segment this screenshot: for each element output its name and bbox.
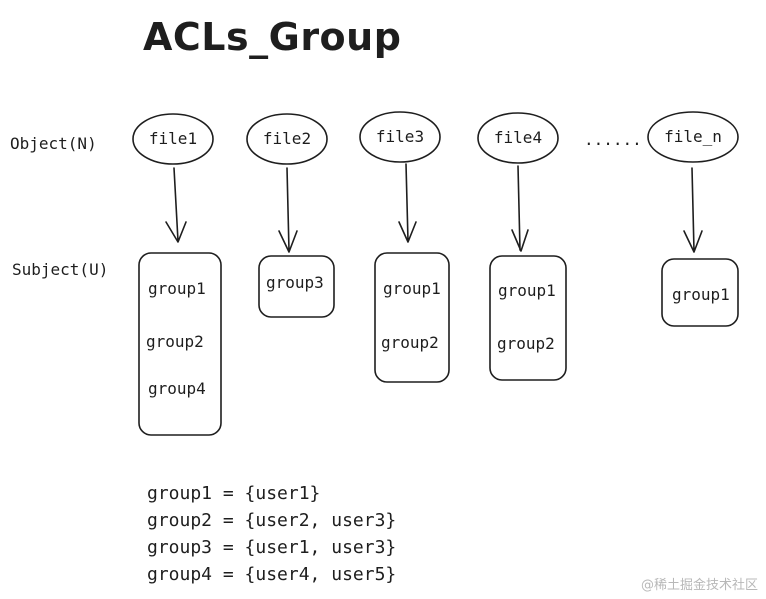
group-label: group1 bbox=[498, 281, 556, 300]
object-label: file_n bbox=[664, 127, 722, 146]
group-label: group4 bbox=[148, 379, 206, 398]
group-label: group1 bbox=[672, 285, 730, 304]
object-ellipse bbox=[647, 111, 739, 163]
object-node-file3: file3 bbox=[359, 111, 441, 163]
subject-box-file4: group1 group2 bbox=[489, 255, 567, 381]
arrow-file2 bbox=[278, 167, 298, 253]
subject-box bbox=[661, 258, 739, 327]
group-label: group2 bbox=[497, 334, 555, 353]
mapping-line: group3 = {user1, user3} bbox=[147, 537, 396, 558]
diagram-title: ACLs_Group bbox=[143, 15, 401, 59]
object-ellipse bbox=[246, 113, 328, 165]
object-label: file2 bbox=[263, 129, 311, 148]
arrow-file3 bbox=[398, 163, 417, 243]
subject-box-file3: group1 group2 bbox=[374, 252, 450, 383]
object-ellipse bbox=[359, 111, 441, 163]
object-node-file4: file4 bbox=[477, 112, 559, 164]
subject-box bbox=[374, 252, 450, 383]
group-mappings: group1 = {user1} group2 = {user2, user3}… bbox=[147, 483, 396, 585]
object-node-file-n: file_n bbox=[647, 111, 739, 163]
object-ellipse bbox=[477, 112, 559, 164]
mapping-line: group4 = {user4, user5} bbox=[147, 564, 396, 585]
object-ellipse bbox=[132, 113, 214, 165]
arrow-file-n bbox=[683, 167, 703, 253]
subject-box bbox=[258, 255, 335, 318]
subject-box bbox=[138, 252, 222, 436]
group-label: group3 bbox=[266, 273, 324, 292]
object-node-file1: file1 bbox=[132, 113, 214, 165]
object-label: file1 bbox=[149, 129, 197, 148]
object-label: file3 bbox=[376, 127, 424, 146]
mapping-line: group2 = {user2, user3} bbox=[147, 510, 396, 531]
subject-box bbox=[489, 255, 567, 381]
group-label: group1 bbox=[148, 279, 206, 298]
object-row-label: Object(N) bbox=[10, 134, 97, 153]
subject-box-file2: group3 bbox=[258, 255, 335, 318]
watermark: @稀土掘金技术社区 bbox=[641, 577, 758, 593]
mapping-line: group1 = {user1} bbox=[147, 483, 320, 504]
group-label: group2 bbox=[146, 332, 204, 351]
object-label: file4 bbox=[494, 128, 542, 147]
subject-box-file-n: group1 bbox=[661, 258, 739, 327]
subject-row-label: Subject(U) bbox=[12, 260, 108, 279]
group-label: group2 bbox=[381, 333, 439, 352]
subject-box-file1: group1 group2 group4 bbox=[138, 252, 222, 436]
object-node-file2: file2 bbox=[246, 113, 328, 165]
group-label: group1 bbox=[383, 279, 441, 298]
arrow-file1 bbox=[165, 167, 187, 243]
ellipsis-text: ...... bbox=[584, 130, 642, 149]
arrow-file4 bbox=[511, 165, 529, 252]
